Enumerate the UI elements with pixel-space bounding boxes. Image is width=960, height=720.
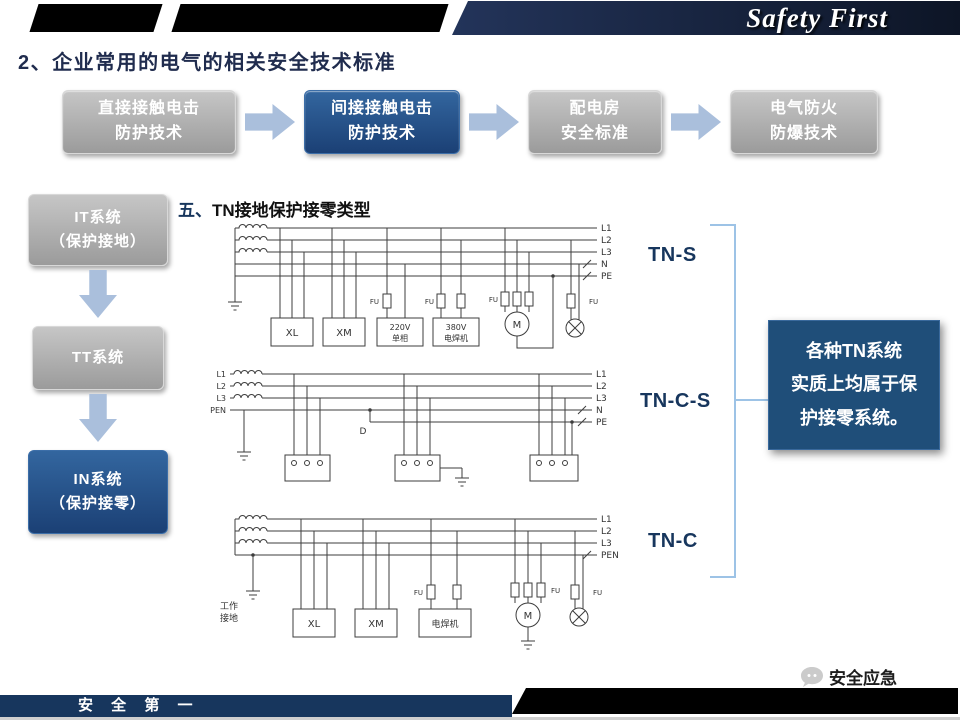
arrow-down-icon <box>79 270 117 318</box>
side-item-text: TT系统 <box>71 349 125 366</box>
tn-s-circuit-diagram: L1 L2 L3 N PE XL XM 220V 单相 380V 电焊机 M F… <box>228 224 612 349</box>
watermark-text: 安全应急 <box>829 669 897 688</box>
side-item-text: IN系统 <box>73 471 123 488</box>
system-type-flow: IT系统 （保护接地） TT系统 IN系统 （保护接零） <box>26 194 170 534</box>
flow-step-indirect-contact: 间接接触电击 防护技术 <box>304 90 460 154</box>
wire-label: L3 <box>596 394 607 404</box>
ground-label: 接地 <box>220 612 238 624</box>
box-label: 电焊机 <box>431 618 458 630</box>
box-label: XM <box>368 619 383 630</box>
fu-label: FU <box>489 296 498 304</box>
wire-label: L2 <box>216 382 226 391</box>
box-label: 电焊机 <box>444 333 468 343</box>
flow-step-text: 安全标准 <box>560 125 629 142</box>
wire-label: L2 <box>596 382 607 392</box>
footer-bar <box>0 695 512 717</box>
top-banner: Safety First <box>452 1 960 35</box>
callout-line: 实质上均属于保 <box>791 374 917 395</box>
box-label: XL <box>286 328 299 339</box>
motor-label: M <box>513 320 522 331</box>
flow-step-text: 间接接触电击 <box>330 100 433 118</box>
arrow-right-icon <box>469 104 519 140</box>
flow-step-text: 防护技术 <box>114 125 183 142</box>
top-bar-mid <box>171 4 449 32</box>
arrow-right-icon <box>245 104 295 140</box>
wire-label: PE <box>596 418 607 428</box>
side-item-text: IT系统 <box>74 209 122 226</box>
fu-label: FU <box>414 589 423 597</box>
flow-steps: 直接接触电击 防护技术 间接接触电击 防护技术 配电房 安全标准 电气防火 防爆… <box>62 90 878 154</box>
flow-step-text: 防护技术 <box>347 125 416 142</box>
wire-label: PEN <box>210 406 226 415</box>
footer-slogan: 安 全 第 一 <box>78 697 200 714</box>
brace-bracket <box>710 224 736 578</box>
flow-step-distribution-room: 配电房 安全标准 <box>528 90 662 154</box>
tn-s-label: TN-S <box>648 244 697 266</box>
footer-black-bar <box>512 688 958 714</box>
arrow-right-icon <box>671 104 721 140</box>
section-title-text: TN接地保护接零类型 <box>212 201 371 220</box>
ground-label: 工作 <box>220 600 238 612</box>
side-item-tt-system: TT系统 <box>32 326 164 390</box>
flow-step-direct-contact: 直接接触电击 防护技术 <box>62 90 236 154</box>
wire-label: L3 <box>601 248 612 258</box>
wire-label: L3 <box>601 539 612 549</box>
brand-title: Safety First <box>746 2 888 33</box>
box-label: 380V <box>446 323 467 332</box>
section-number: 五、 <box>178 201 212 220</box>
page-heading: 2、企业常用的电气的相关安全技术标准 <box>18 52 397 74</box>
wire-label: PE <box>601 272 612 282</box>
brace-connector <box>736 399 768 401</box>
section-title: 五、TN接地保护接零类型 <box>178 196 371 221</box>
fu-label: FU <box>425 298 434 306</box>
fu-label: FU <box>370 298 379 306</box>
wire-label: L2 <box>601 236 612 246</box>
fu-label: FU <box>589 298 598 306</box>
flow-step-fire-explosion: 电气防火 防爆技术 <box>730 90 878 154</box>
motor-label: M <box>524 611 533 622</box>
transformer-coil-icon <box>235 224 268 229</box>
wire-label: L3 <box>216 394 226 403</box>
wire-label: N <box>596 406 603 416</box>
side-item-text: （保护接地） <box>49 233 146 250</box>
side-item-tn-system: IN系统 （保护接零） <box>28 450 168 534</box>
transformer-coil-icon <box>233 370 263 375</box>
fuse-symbol <box>382 293 392 309</box>
wire-label: L2 <box>601 527 612 537</box>
top-bar-left <box>29 4 163 32</box>
wire-label: N <box>601 260 608 270</box>
split-point-label: D <box>360 427 367 437</box>
flow-step-text: 电气防火 <box>769 100 838 118</box>
safety-emergency-logo-icon <box>801 666 823 687</box>
flow-step-text: 直接接触电击 <box>97 100 200 118</box>
tn-c-s-circuit-diagram: L1 L2 L3 PEN D L1 L2 L3 N PE <box>210 370 607 487</box>
flow-step-text: 防爆技术 <box>769 125 838 142</box>
tn-c-s-label: TN-C-S <box>640 390 711 412</box>
flow-step-text: 配电房 <box>569 100 621 118</box>
wire-label: L1 <box>216 370 226 379</box>
side-item-text: （保护接零） <box>49 495 146 512</box>
arrow-down-icon <box>79 394 117 442</box>
watermark: 安全应急 <box>800 664 897 689</box>
callout-line: 护接零系统。 <box>800 407 908 428</box>
wire-label: L1 <box>601 224 612 234</box>
tn-c-label: TN-C <box>648 530 698 552</box>
bottom-edge <box>0 717 960 720</box>
box-label: 单相 <box>392 333 408 343</box>
callout-box: 各种TN系统 实质上均属于保 护接零系统。 <box>768 320 940 450</box>
fu-label: FU <box>593 589 602 597</box>
fu-label: FU <box>551 587 560 595</box>
side-item-it-system: IT系统 （保护接地） <box>28 194 168 266</box>
box-label: 220V <box>390 323 411 332</box>
wire-label: L1 <box>596 370 607 380</box>
tn-c-circuit-diagram: L1 L2 L3 PEN XL XM 电焊机 M 工作 接地 FU FU FU <box>220 515 619 650</box>
callout-line: 各种TN系统 <box>806 341 902 361</box>
box-label: XL <box>308 619 321 630</box>
wire-label: L1 <box>601 515 612 525</box>
wire-label: PEN <box>601 551 619 561</box>
box-label: XM <box>336 328 351 339</box>
transformer-coil-icon <box>235 515 268 520</box>
